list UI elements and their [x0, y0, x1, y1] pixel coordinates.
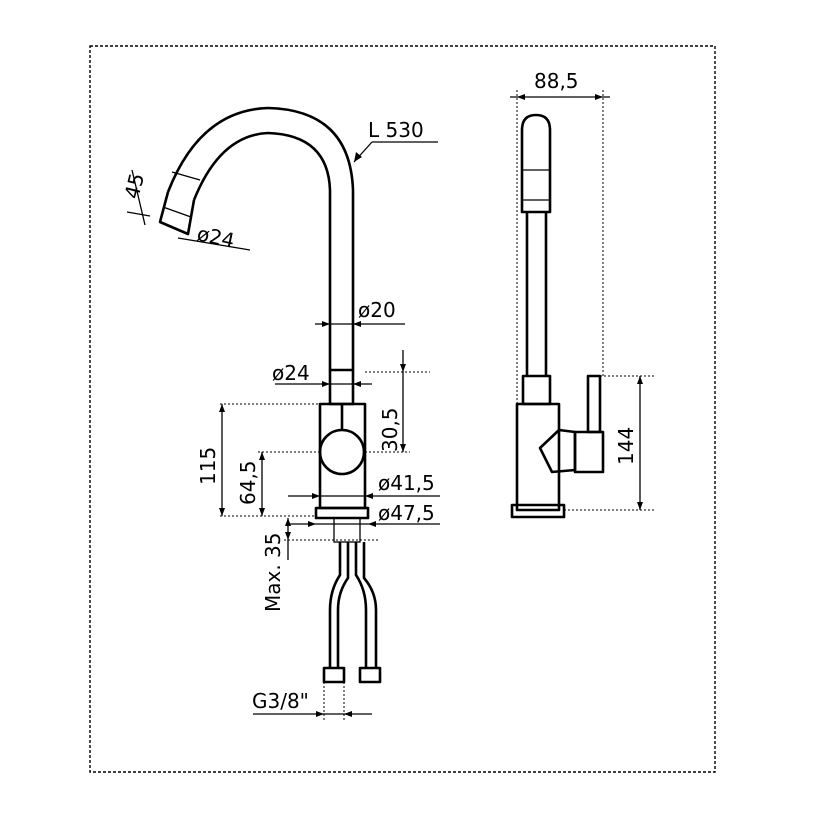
side-spray-head	[520, 113, 552, 214]
dim-line-head-diameter	[177, 237, 251, 251]
spout-inner	[192, 131, 332, 370]
neck	[328, 368, 355, 406]
side-view: 88,5 144	[510, 69, 655, 519]
mounting-shank	[333, 517, 361, 543]
label-neck-diameter: ø24	[272, 361, 310, 385]
label-side-width: 88,5	[534, 69, 579, 93]
side-lever-joint	[538, 428, 577, 474]
side-neck	[521, 374, 552, 406]
hose-left-outer	[328, 542, 342, 668]
hose-right-outer	[362, 542, 378, 668]
spout-outer	[166, 106, 355, 370]
hose-right-inner	[354, 542, 368, 668]
label-max-counter: Max. 35	[261, 532, 285, 612]
label-spout-length: L 530	[368, 118, 424, 142]
label-side-height: 144	[614, 427, 638, 465]
label-total-height: 115	[196, 447, 220, 485]
side-lever-handle	[586, 374, 602, 434]
side-lever	[573, 430, 605, 474]
label-base-diameter: ø47,5	[378, 501, 435, 525]
label-handle-height: 64,5	[236, 460, 260, 505]
label-spout-diameter: ø20	[358, 298, 396, 322]
spray-head	[158, 191, 196, 236]
drawing-frame	[89, 45, 716, 773]
label-body-diameter: ø41,5	[378, 471, 435, 495]
label-head-diameter: ø24	[195, 221, 237, 252]
fitting-left	[322, 666, 346, 684]
fitting-right	[358, 666, 382, 684]
base-plate	[314, 506, 370, 520]
handle-knob	[318, 428, 366, 476]
dim-line-head-length	[131, 169, 146, 226]
side-body	[515, 402, 561, 512]
label-handle-offset: 30,5	[378, 407, 402, 452]
label-head-length: 45	[120, 171, 149, 202]
side-base	[510, 503, 566, 519]
spray-head-top	[171, 171, 201, 181]
hose-left-inner	[336, 542, 350, 668]
front-view: L 530 45 ø24 ø20 ø24 115 64,5 30,5 ø41,5…	[120, 106, 440, 720]
label-connection: G3/8"	[252, 689, 309, 713]
spray-head-ring	[162, 206, 192, 218]
